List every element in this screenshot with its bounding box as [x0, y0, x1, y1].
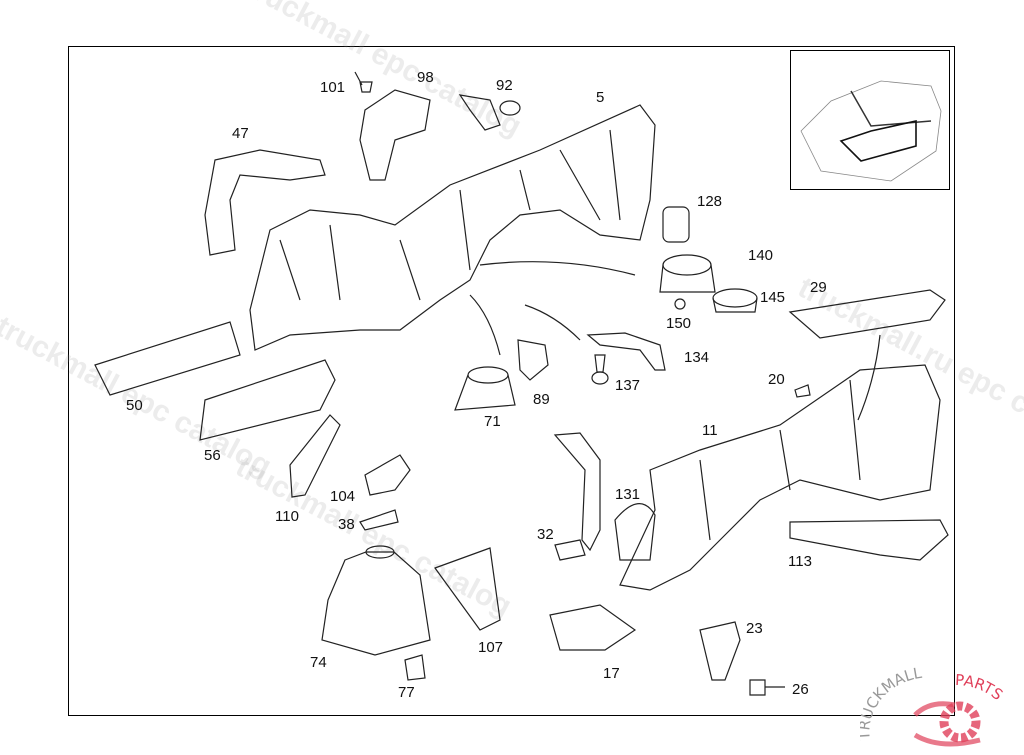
callout-107: 107	[478, 639, 504, 656]
part-131	[553, 432, 601, 552]
callout-77: 77	[398, 684, 415, 701]
callout-26: 26	[792, 681, 809, 698]
leader-arrow	[469, 294, 501, 356]
part-26	[749, 679, 785, 696]
part-56	[199, 359, 336, 441]
callout-128: 128	[697, 193, 723, 210]
callout-17: 17	[603, 665, 620, 682]
callout-110: 110	[275, 508, 299, 525]
part-110	[289, 414, 341, 498]
callout-145: 145	[760, 289, 786, 306]
callout-29: 29	[810, 279, 827, 296]
callout-137: 137	[615, 377, 641, 394]
part-89	[517, 339, 549, 381]
gear-logo-icon: TRUCKMALL PARTS	[855, 664, 1007, 747]
part-150	[674, 298, 686, 310]
leader-arrow	[479, 261, 636, 276]
part-23	[699, 621, 741, 681]
part-98	[359, 89, 431, 181]
callout-131: 131	[615, 486, 641, 503]
callout-104: 104	[330, 488, 356, 505]
callout-5: 5	[596, 89, 605, 106]
part-145	[712, 288, 758, 308]
callout-38: 38	[338, 516, 355, 533]
part-50	[94, 321, 241, 396]
callout-47: 47	[232, 125, 249, 142]
part-17	[549, 604, 637, 651]
part-32	[554, 539, 586, 561]
leader-arrow	[857, 334, 881, 421]
callout-50: 50	[126, 397, 143, 414]
svg-text:PARTS: PARTS	[955, 671, 1007, 704]
part-5-front-structure	[249, 104, 656, 351]
part-38	[359, 509, 399, 531]
part-137	[594, 354, 606, 373]
callout-113: 113	[788, 553, 812, 570]
vehicle-outline-icon	[800, 80, 942, 182]
part-107	[434, 547, 501, 631]
part-29	[788, 289, 946, 339]
callout-23: 23	[746, 620, 763, 637]
truckmall-parts-logo: TRUCKMALL PARTS	[855, 660, 1020, 750]
callout-150: 150	[666, 315, 692, 332]
part-11	[619, 364, 941, 591]
part-71	[467, 366, 509, 384]
callout-11: 11	[702, 422, 718, 439]
part-131-cover	[614, 503, 656, 561]
part-140	[662, 254, 712, 276]
part-104	[364, 454, 411, 496]
part-20	[794, 384, 811, 398]
part-92	[458, 94, 501, 131]
callout-92: 92	[496, 77, 513, 94]
callout-98: 98	[417, 69, 434, 86]
callout-32: 32	[537, 526, 554, 543]
part-47	[204, 149, 326, 256]
callout-89: 89	[533, 391, 550, 408]
part-77	[404, 654, 426, 681]
callout-134: 134	[684, 349, 710, 366]
callout-71: 71	[484, 413, 501, 430]
part-101	[354, 71, 373, 93]
callout-20: 20	[768, 371, 785, 388]
callout-74: 74	[310, 654, 327, 671]
part-128	[662, 206, 690, 243]
callout-101: 101	[320, 79, 346, 96]
leader-arrow	[524, 304, 581, 341]
vehicle-location-inset	[790, 50, 950, 190]
svg-text:TRUCKMALL: TRUCKMALL	[860, 664, 924, 742]
part-134	[586, 332, 666, 371]
diagram-frame	[68, 46, 955, 716]
callout-56: 56	[204, 447, 221, 464]
callout-140: 140	[748, 247, 774, 264]
part-113	[789, 519, 949, 561]
